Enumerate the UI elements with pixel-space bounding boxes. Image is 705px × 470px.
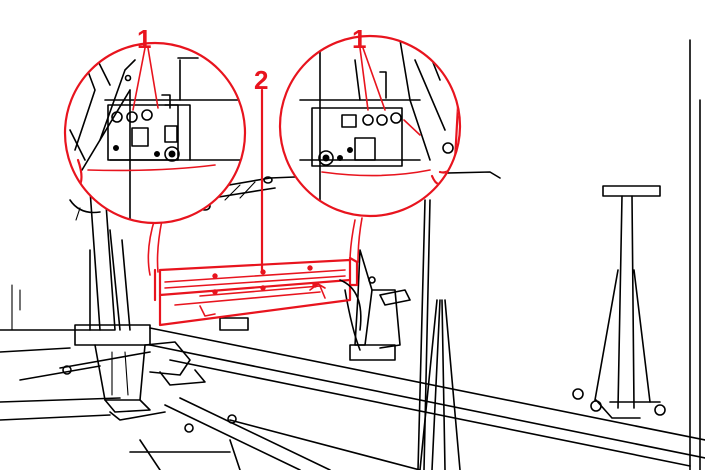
bar-assembly <box>153 256 362 331</box>
right-callout-tail <box>349 219 356 263</box>
right-callout-1-leader-a <box>359 47 369 111</box>
right-detail-view <box>278 34 462 218</box>
callout-1-left: 1 <box>137 24 151 54</box>
left-callout-tail-2 <box>156 219 163 273</box>
floor-bolts <box>62 276 666 433</box>
left-callout-tail <box>147 217 156 276</box>
machine-frame <box>0 39 705 470</box>
left-detail-view <box>63 41 247 225</box>
right-callout-tail-2 <box>357 217 363 263</box>
callout-2: 2 <box>254 65 268 95</box>
right-callout-1-leader-b <box>362 47 386 111</box>
callout-1-right: 1 <box>352 24 366 54</box>
left-callout-1-leader-b <box>147 47 159 109</box>
left-callout-1-leader-a <box>132 47 146 111</box>
